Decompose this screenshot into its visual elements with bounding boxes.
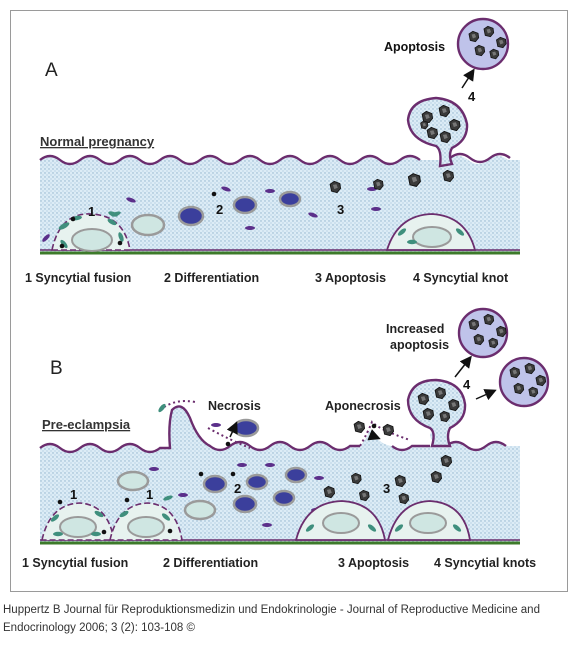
nucleus-dark xyxy=(177,205,205,227)
step-number-1-b2: 1 xyxy=(146,487,153,502)
syncytiotrophoblast-diagram: A Normal pregnancy 1 2 3 xyxy=(22,17,550,570)
step-label-a-2: 2 Differentiation xyxy=(164,271,259,285)
step-number-3-b: 3 xyxy=(383,481,390,496)
step-label-a-3: 3 Apoptosis xyxy=(315,271,386,285)
step-number-3: 3 xyxy=(337,202,344,217)
step-label-b-2: 2 Differentiation xyxy=(163,556,258,570)
step-number-1: 1 xyxy=(88,204,95,219)
step-number-4-b: 4 xyxy=(463,377,471,392)
step-number-1-b1: 1 xyxy=(70,487,77,502)
apoptosis-label-a: Apoptosis xyxy=(384,40,445,54)
increased-apoptosis-label-2: apoptosis xyxy=(390,338,449,352)
broken-membrane-b xyxy=(159,400,411,449)
panel-b-label: B xyxy=(50,358,63,379)
panel-b-condition: Pre-eclampsia xyxy=(42,417,131,432)
apical-membrane-b xyxy=(39,405,507,454)
step-number-2: 2 xyxy=(216,202,223,217)
step-label-b-4: 4 Syncytial knots xyxy=(434,556,536,570)
figure-caption: Huppertz B Journal für Reproduktionsmedi… xyxy=(3,604,540,634)
apical-membrane-a xyxy=(39,152,511,166)
step-number-4-a: 4 xyxy=(468,89,476,104)
step-number-2-b: 2 xyxy=(234,481,241,496)
nucleus-light xyxy=(71,228,113,252)
necrosis-label: Necrosis xyxy=(208,399,261,413)
step-label-b-1: 1 Syncytial fusion xyxy=(22,556,128,570)
increased-apoptosis-label-1: Increased xyxy=(386,322,444,336)
panel-a-label: A xyxy=(45,60,58,81)
panel-a-condition: Normal pregnancy xyxy=(40,134,155,149)
step-label-a-4: 4 Syncytial knot xyxy=(413,271,509,285)
step-label-b-3: 3 Apoptosis xyxy=(338,556,409,570)
step-label-a-1: 1 Syncytial fusion xyxy=(25,271,131,285)
aponecrosis-label: Aponecrosis xyxy=(325,399,401,413)
